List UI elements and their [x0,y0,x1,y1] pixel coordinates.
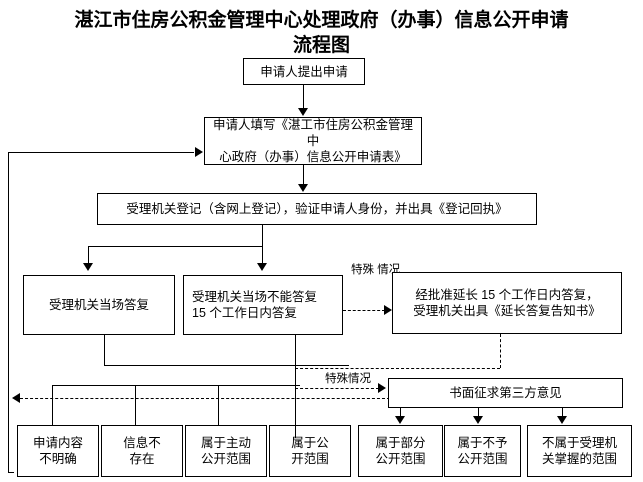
title-line-2: 流程图 [292,35,350,56]
outcome-box-7-text: 不属于受理机 关掌握的范围 [530,435,629,467]
outcome-box-4-line-2: 开范围 [291,452,329,466]
connector-apply-to-form [303,85,304,113]
node-answer-delayed[interactable]: 受理机关当场不能答复 15 个工作日内答复 [183,275,343,335]
node-fill-form-line-2: 心政府（办事）信息公开申请表》 [219,150,407,164]
arrow-third-party-return [12,393,20,403]
title-line-1: 湛江市住房公积金管理中心处理政府（办事）信息公开申请 [74,10,569,31]
connector-to-onsite [88,246,89,267]
outcome-bus-left [52,385,300,386]
node-answer-delayed-line-1: 受理机关当场不能答复 [192,290,318,304]
node-answer-delayed-text: 受理机关当场不能答复 15 个工作日内答复 [192,289,340,321]
outcome-box-3[interactable]: 属于主动 公开范围 [185,425,267,477]
outcome-box-2-line-2: 存在 [129,452,155,466]
node-answer-onsite[interactable]: 受理机关当场答复 [23,275,175,335]
outcome-box-6-line-2: 公开范围 [457,452,508,466]
node-apply[interactable]: 申请人提出申请 [243,58,365,85]
outcome-box-5-line-1: 属于部分 [375,436,426,450]
outcome-box-1-line-1: 申请内容 [32,436,83,450]
outcome-box-1-line-2: 不明确 [39,452,77,466]
arrow-loopback-into-form [195,147,203,157]
outcome-stem-7 [562,408,563,422]
dashed-to-third-party [295,388,379,389]
arrow-to-delay [257,263,267,271]
connector-register-down [262,225,263,246]
node-extend-reply-line-2: 受理机关出具《延长答复告知书》 [413,304,601,318]
outcome-box-3-line-2: 公开范围 [200,452,251,466]
outcome-box-7-line-2: 关掌握的范围 [541,452,617,466]
connector-delayed-down [295,335,296,438]
label-special-case-top-line-1: 特殊 [351,264,374,276]
loopback-top-rail [8,152,194,153]
arrow-to-onsite [83,263,93,271]
outcome-stem-5 [400,408,401,422]
outcome-box-3-line-1: 属于主动 [200,436,251,450]
arrow-outcome-7 [557,416,567,424]
dashed-extend-drop [500,334,501,368]
outcome-box-6-line-1: 属于不予 [457,436,508,450]
node-fill-form[interactable]: 申请人填写《湛工市住房公积金管理中 心政府（办事）信息公开申请表》 [204,117,422,165]
outcome-box-4-text: 属于公 开范围 [272,435,348,467]
node-fill-form-text: 申请人填写《湛工市住房公积金管理中 心政府（办事）信息公开申请表》 [207,117,419,165]
connector-form-to-register [303,165,304,189]
outcome-stem-3 [218,385,219,430]
node-answer-delayed-line-2: 15 个工作日内答复 [192,306,297,320]
arrow-form-to-register [298,184,308,192]
outcome-box-6-text: 属于不予 公开范围 [447,435,518,467]
dashed-third-party-return [20,398,390,399]
connector-to-delay [262,246,263,267]
connector-extend-to-outcome-4 [295,408,296,438]
outcome-box-6[interactable]: 属于不予 公开范围 [444,425,521,477]
connector-onsite-bus [104,365,349,366]
loopback-bottom-rail [8,472,14,473]
outcome-box-1[interactable]: 申请内容 不明确 [17,425,99,477]
arrow-to-third-party [378,383,386,393]
outcome-box-7[interactable]: 不属于受理机 关掌握的范围 [527,425,632,477]
page-title: 湛江市住房公积金管理中心处理政府（办事）信息公开申请 流程图 [0,8,643,58]
outcome-box-7-line-1: 不属于受理机 [541,436,617,450]
loopback-left-rail [8,152,9,472]
node-answer-onsite-label: 受理机关当场答复 [48,298,149,312]
label-special-case-middle: 特殊情况 [325,372,371,386]
outcome-box-2-text: 信息不 存在 [104,435,180,467]
node-extend-reply-text: 经批准延长 15 个工作日内答复， 受理机关出具《延长答复告知书》 [395,287,619,319]
connector-onsite-down [104,335,105,365]
node-third-party-opinion-label: 书面征求第三方意见 [449,386,562,400]
arrow-outcome-5 [395,416,405,424]
outcome-box-4[interactable]: 属于公 开范围 [269,425,351,477]
arrow-outcome-6 [473,416,483,424]
node-register-label: 受理机关登记（含网上登记），验证申请人身份，并出具《登记回执》 [126,202,508,216]
node-apply-label: 申请人提出申请 [260,64,348,79]
outcome-stem-2 [135,385,136,430]
outcome-stem-1 [52,385,53,430]
outcome-box-5[interactable]: 属于部分 公开范围 [358,425,443,477]
connector-register-split [88,246,263,247]
outcome-box-5-line-2: 公开范围 [375,452,426,466]
outcome-box-2-line-1: 信息不 [123,436,161,450]
node-third-party-opinion[interactable]: 书面征求第三方意见 [388,378,623,408]
node-extend-reply-line-1: 经批准延长 15 个工作日内答复， [415,288,599,302]
label-special-case-middle-text: 特殊情况 [325,373,371,385]
node-register[interactable]: 受理机关登记（含网上登记），验证申请人身份，并出具《登记回执》 [97,193,537,225]
outcome-box-5-text: 属于部分 公开范围 [361,435,440,467]
dashed-bus-upper [295,368,500,369]
node-extend-reply[interactable]: 经批准延长 15 个工作日内答复， 受理机关出具《延长答复告知书》 [392,272,622,334]
outcome-stem-6 [478,408,479,422]
outcome-box-2[interactable]: 信息不 存在 [101,425,183,477]
outcome-box-3-text: 属于主动 公开范围 [188,435,264,467]
arrow-to-extend [384,305,392,315]
outcome-box-1-text: 申请内容 不明确 [20,435,96,467]
arrow-apply-to-form [298,108,308,116]
dashed-connector-to-extend [343,310,385,311]
node-fill-form-line-1: 申请人填写《湛工市住房公积金管理中 [212,118,413,148]
outcome-box-4-line-1: 属于公 [291,436,329,450]
